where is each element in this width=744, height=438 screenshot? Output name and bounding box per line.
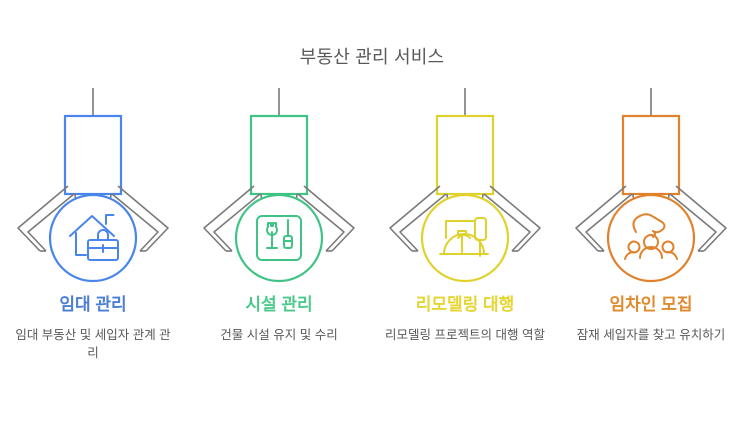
lamp-arms-icon: [575, 185, 727, 252]
hardhat-paint-roller-icon: [439, 217, 489, 257]
lamp-illustration-rental: [0, 88, 186, 288]
lamp-illustration-facility: [186, 88, 372, 288]
lamp-illustration-remodeling: [372, 88, 558, 288]
icon-circle: [48, 193, 138, 283]
icon-circle: [420, 193, 510, 283]
page-title: 부동산 관리 서비스: [299, 47, 445, 67]
column-title-remodeling-agency: 리모델링 대행: [415, 295, 515, 314]
column-title-rental-management: 임대 관리: [59, 295, 127, 314]
house-briefcase-icon: [69, 214, 119, 261]
lamp-shade-icon: [621, 114, 681, 196]
service-column-remodeling-agency[interactable]: 리모델링 대행 리모델링 프로젝트의 대행 역할: [372, 88, 558, 344]
lamp-arms-icon: [203, 185, 355, 252]
lamp-shade-icon: [249, 114, 309, 196]
icon-circle: [234, 193, 324, 283]
lamp-shade-icon: [63, 114, 123, 196]
service-column-facility-management[interactable]: 시설 관리 건물 시설 유지 및 수리: [186, 88, 372, 344]
service-column-tenant-recruitment[interactable]: 임차인 모집 잠재 세입자를 찾고 유치하기: [558, 88, 744, 344]
column-description-tenant-recruitment: 잠재 세입자를 찾고 유치하기: [576, 328, 726, 343]
column-title-tenant-recruitment: 임차인 모집: [609, 295, 693, 314]
lamp-shade-icon: [435, 114, 495, 196]
service-column-rental-management[interactable]: 임대 관리 임대 부동산 및 세입자 관계 관리: [0, 88, 186, 363]
column-description-rental-management: 임대 부동산 및 세입자 관계 관리: [15, 328, 171, 361]
column-description-remodeling-agency: 리모델링 프로젝트의 대행 역할: [385, 328, 545, 343]
column-description-facility-management: 건물 시설 유지 및 수리: [220, 328, 338, 343]
lamp-illustration-tenant: [558, 88, 744, 288]
service-columns: 임대 관리 임대 부동산 및 세입자 관계 관리: [0, 88, 744, 363]
lamp-arms-icon: [389, 185, 541, 252]
hand-people-group-icon: [624, 213, 678, 260]
toolbox-wrench-screwdriver-icon: [256, 215, 302, 261]
icon-circle: [606, 193, 696, 283]
lamp-arms-icon: [17, 185, 169, 252]
column-title-facility-management: 시설 관리: [245, 295, 313, 314]
